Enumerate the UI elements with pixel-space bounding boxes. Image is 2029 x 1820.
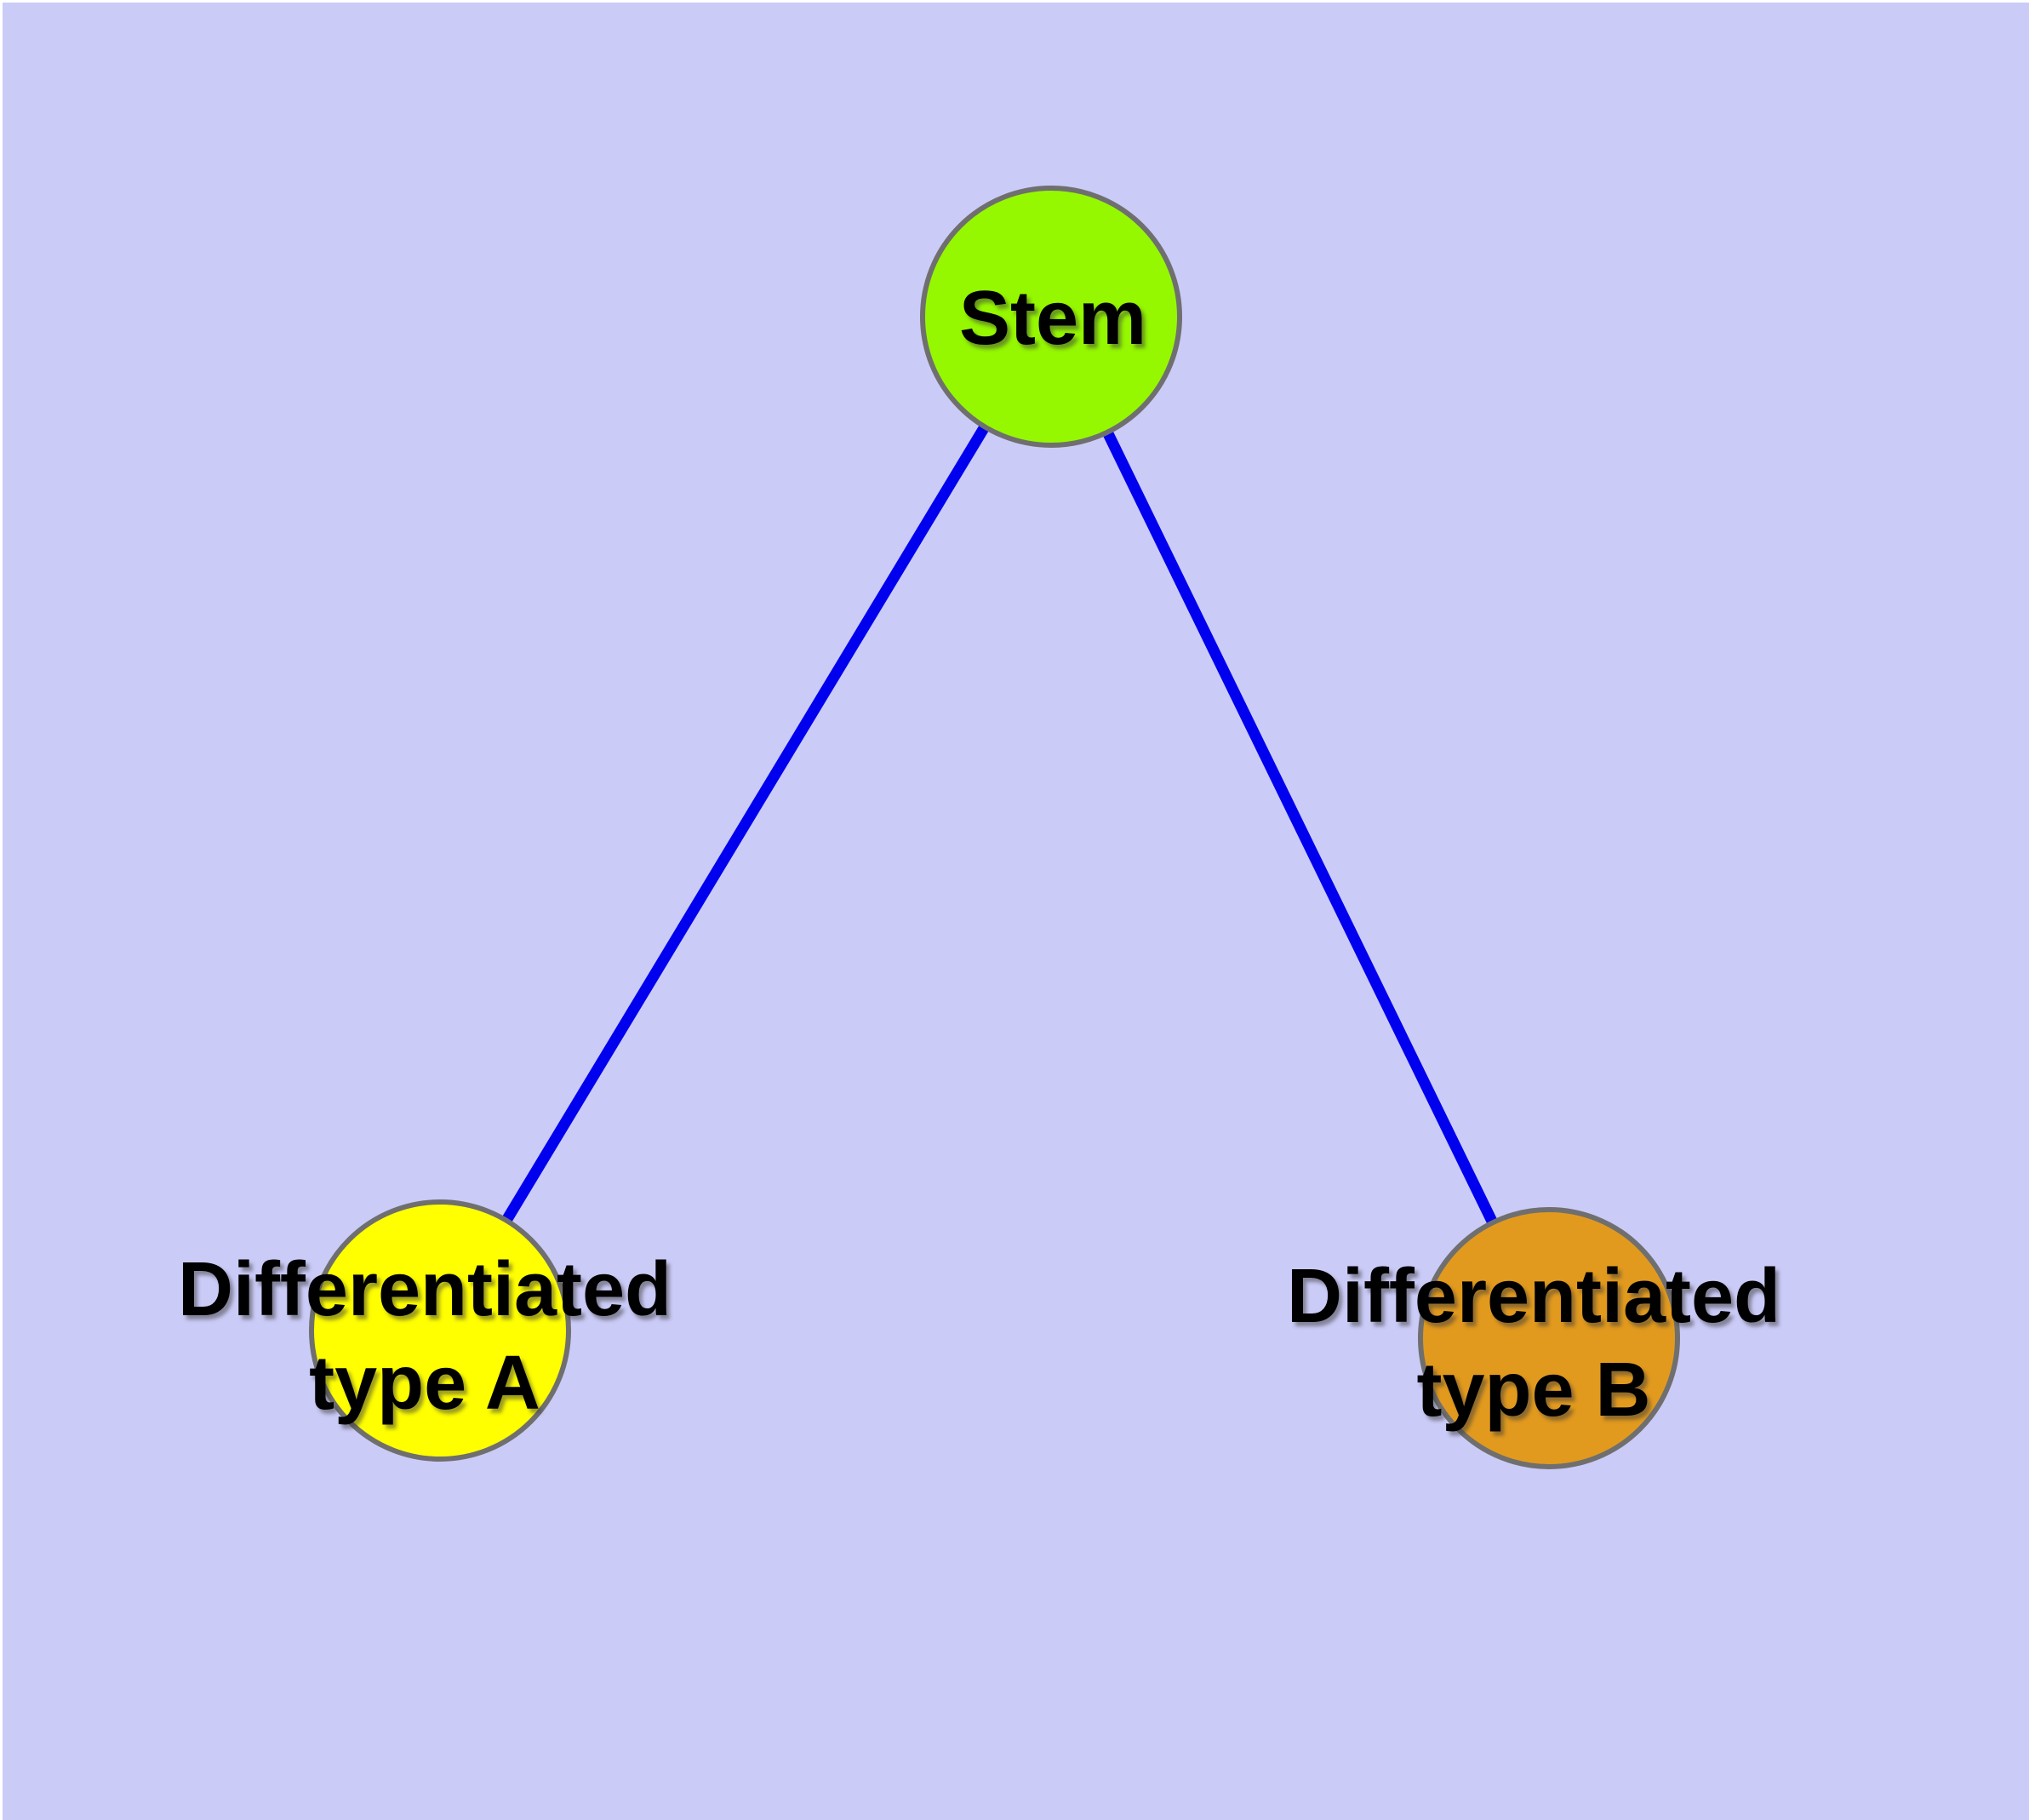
node-differentiated-type-a-label-line1: Differentiated — [178, 1247, 672, 1332]
edge-stem-to-type-a — [435, 313, 1056, 1334]
node-differentiated-type-a-label-line2: type A — [309, 1341, 540, 1426]
node-stem-circle — [920, 186, 1182, 448]
node-stem-label: Stem — [959, 276, 1146, 361]
node-differentiated-type-b-label-line2: type B — [1416, 1348, 1650, 1433]
node-differentiated-type-b-circle — [1418, 1207, 1680, 1469]
node-differentiated-type-b-label-line1: Differentiated — [1287, 1254, 1780, 1339]
node-differentiated-type-a-circle — [309, 1199, 571, 1462]
edge-stem-to-type-b — [1046, 314, 1554, 1341]
